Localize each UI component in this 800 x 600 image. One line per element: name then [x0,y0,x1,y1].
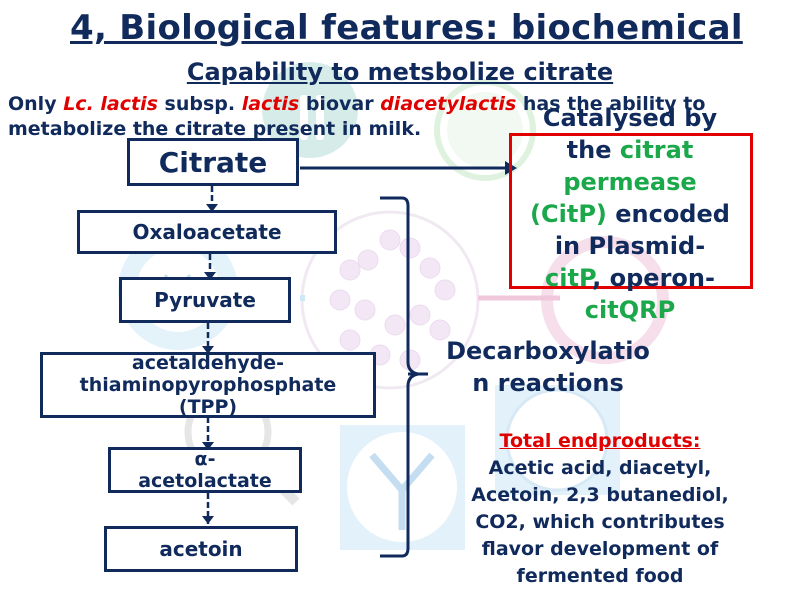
tpp-label-2: thiaminopyrophosphate [79,374,337,396]
oxaloacetate-label: Oxaloacetate [132,220,282,244]
tpp-label-3: (TPP) [178,396,238,418]
microscope-icon [495,385,620,495]
antibody-icon [340,425,465,550]
acetolactate-box: α- acetolactate [108,447,302,493]
tpp-label-1: acetaldehyde- [131,352,285,374]
tpp-box: acetaldehyde- thiaminopyrophosphate (TPP… [40,352,376,418]
acetoin-box: acetoin [104,526,298,572]
pyruvate-label: Pyruvate [154,288,256,312]
green-circle-icon [434,79,536,181]
decarboxylation-text: Decarboxylatio n reactions [446,337,650,397]
page-title: 4, Biological features: biochemical [70,8,743,48]
pink-circle-icon [541,236,669,364]
acetolactate-label-2: acetolactate [138,470,272,492]
oxaloacetate-box: Oxaloacetate [77,210,337,254]
intro-text: Only Lc. lactis subsp. lactis biovar dia… [8,93,706,140]
citrate-box: Citrate [127,138,299,186]
citp-box [509,133,753,289]
acetoin-label: acetoin [159,537,243,561]
pyruvate-box: Pyruvate [119,277,291,323]
acetolactate-label-1: α- [194,448,216,470]
endproducts-text: Total endproducts: Acetic acid, diacetyl… [440,428,760,590]
catalysed-text: Catalysed by the citrat permease (CitP) … [530,104,730,324]
teal-circle-icon [262,62,358,158]
endproducts-heading: Total endproducts: [499,430,701,452]
citrate-label: Citrate [158,145,268,179]
subtitle: Capability to metsbolize citrate [186,58,614,86]
